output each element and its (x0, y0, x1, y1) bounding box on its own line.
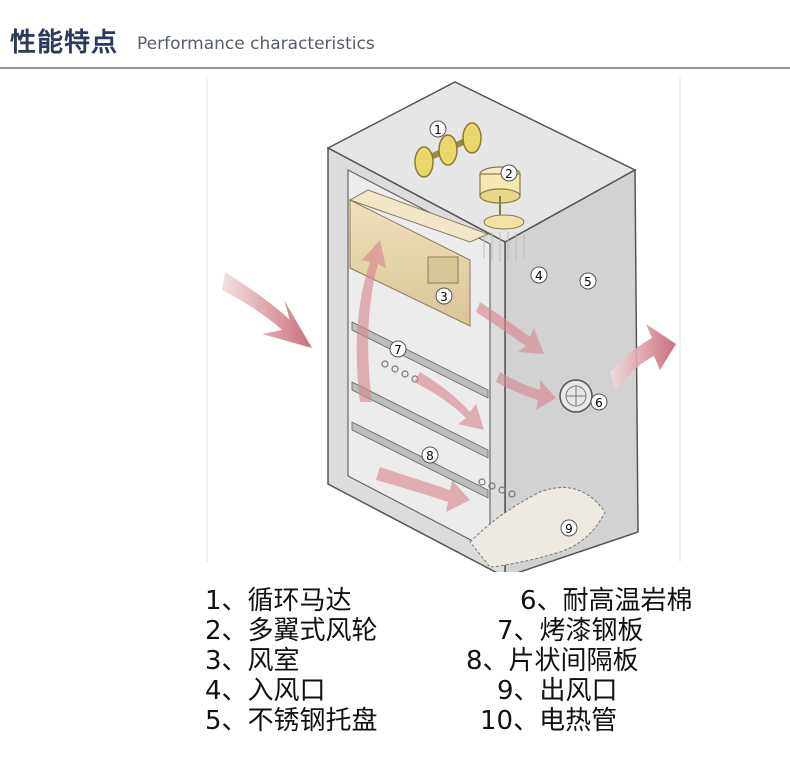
svg-text:1: 1 (434, 123, 442, 137)
oven-diagram: 1 2 3 4 5 6 7 (0, 72, 790, 579)
svg-text:2: 2 (505, 167, 513, 181)
svg-text:9: 9 (565, 522, 573, 536)
legend-item: 5、不锈钢托盘 (205, 706, 378, 736)
oven-diagram-svg: 1 2 3 4 5 6 7 (206, 77, 681, 579)
callout-2: 2 (500, 164, 518, 182)
header-divider (0, 67, 790, 69)
callout-6: 6 (590, 393, 608, 411)
legend-item: 4、入风口 (205, 676, 326, 706)
svg-text:4: 4 (535, 269, 543, 283)
callout-1: 1 (429, 120, 447, 138)
callout-7: 7 (389, 340, 407, 358)
circulation-motor (414, 122, 482, 178)
legend-item: 8、片状间隔板 (466, 646, 639, 676)
legend-item: 9、出风口 (497, 676, 618, 706)
airflow-arrows (222, 240, 676, 512)
section-subtitle: Performance characteristics (137, 34, 375, 54)
legend-item: 3、风室 (205, 646, 300, 676)
legend-item: 7、烤漆钢板 (497, 616, 644, 646)
callout-9: 9 (560, 519, 578, 537)
svg-text:6: 6 (595, 396, 603, 410)
section-header: 性能特点 Performance characteristics (0, 0, 790, 70)
legend-item: 10、电热管 (480, 706, 618, 736)
legend-item: 6、耐高温岩棉 (520, 586, 693, 616)
callout-labels: 1 2 3 4 5 6 7 (389, 120, 608, 537)
svg-text:7: 7 (394, 343, 402, 357)
callout-8: 8 (421, 446, 439, 464)
callout-4: 4 (530, 266, 548, 284)
svg-text:3: 3 (440, 290, 448, 304)
cabinet (326, 81, 639, 579)
callout-5: 5 (579, 272, 597, 290)
component-legend: 1、循环马达 2、多翼式风轮 3、风室 4、入风口 5、不锈钢托盘 6、耐高温岩… (0, 585, 790, 755)
section-title: 性能特点 (10, 28, 119, 58)
svg-text:8: 8 (426, 449, 434, 463)
callout-3: 3 (435, 287, 453, 305)
legend-item: 2、多翼式风轮 (205, 616, 378, 646)
svg-text:5: 5 (584, 275, 592, 289)
legend-item: 1、循环马达 (205, 586, 352, 616)
